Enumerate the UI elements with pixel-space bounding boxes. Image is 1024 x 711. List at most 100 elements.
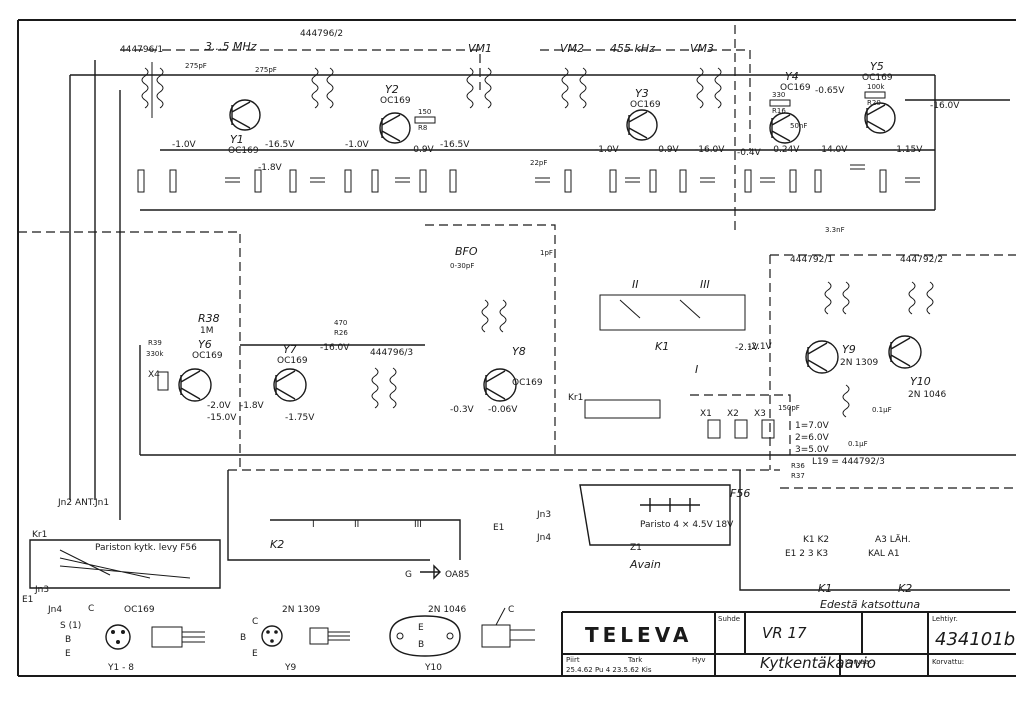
oc169-caption: Y1 - 8 [107, 663, 134, 673]
bottom-section: K2 I II III G OA85 Jn2 ANT. Jn1 Kr1 Pari… [22, 470, 1010, 615]
rf-band-label: 3...5 MHz [205, 40, 257, 53]
k2-label: K2 [270, 538, 284, 551]
c37-value: 1pF [540, 249, 553, 257]
vm1-label: VM1 [468, 42, 492, 55]
y1-label: Y1 [230, 133, 244, 146]
kr1-board-label: Kr1 [32, 530, 47, 540]
2n1309-title: 2N 1309 [282, 605, 320, 615]
battery-board [29, 539, 221, 589]
2n1309-caption: Y9 [284, 663, 296, 673]
y2-type: OC169 [380, 96, 411, 106]
switch-i-label: I [695, 363, 698, 376]
c4-value: 275pF [255, 66, 277, 74]
kr1-label: Kr1 [568, 393, 583, 403]
model-name: VR 17 [762, 624, 807, 642]
y6-label: Y6 [198, 338, 212, 351]
coil-l19 [842, 384, 850, 418]
coil-ref-c: 444792/1 [790, 255, 833, 265]
diode-label: OA85 [445, 570, 470, 580]
k2-sw-i: I [312, 520, 315, 530]
pinout-2n1309: 2N 1309 Y9 C B E [240, 605, 350, 673]
title-block: TELEVA Suhde VR 17 Kytkentäkaavio Lehtiy… [561, 611, 1016, 676]
transistor-y6 [178, 368, 212, 402]
voltage-3: -16.5V [265, 140, 295, 150]
k2-sub-positions: KAL A1 [868, 549, 900, 559]
voltage-18: -1.75V [285, 413, 315, 423]
bfo-enclosure [425, 224, 556, 455]
board-wires [59, 549, 191, 579]
r16-label: R16 [772, 107, 786, 115]
y10-label: Y10 [910, 375, 931, 388]
y9-label: Y9 [842, 343, 856, 356]
2n1309-pin-e: E [252, 649, 258, 659]
transistor-y3 [626, 109, 658, 141]
y8-type: OC169 [512, 378, 543, 388]
voltage-11: -16.0V [930, 101, 960, 111]
r36-label: R36 [791, 462, 805, 470]
voltage-6: -16.5V [440, 140, 470, 150]
drawing-number: 434101b [935, 629, 1015, 650]
r39-label: R39 [148, 339, 162, 347]
x3-label: X3 [754, 409, 766, 419]
coil-l5-l6 [466, 67, 492, 109]
voltage-12: -0.24V [770, 145, 800, 155]
transistor-y7 [273, 368, 307, 402]
y5-label: Y5 [870, 60, 884, 73]
battery-label: Paristo 4 × 4.5V 18V [640, 520, 734, 530]
if-enclosure [540, 49, 751, 150]
voltage-17: -1.8V [240, 401, 265, 411]
k2-front-label: K2 [898, 582, 912, 595]
component-column-row [137, 91, 920, 193]
coil-l9-l10 [696, 67, 722, 109]
transistor-y4 [769, 112, 801, 144]
f56-label: F56 [730, 487, 750, 500]
voltage-15: -0.4V [737, 148, 762, 158]
k2-sw-iii: III [414, 520, 422, 530]
r26-label: R26 [334, 329, 348, 337]
r16-value: 330 [772, 91, 785, 99]
sheet-label: Suhde [718, 615, 740, 623]
oc169-pin-b: B [65, 635, 71, 645]
rf-if-section: 3...5 MHz 455 kHz VM1 VM2 VM3 444796/1 4… [70, 25, 1010, 234]
coil-ref-d: 444792/2 [900, 255, 943, 265]
company-name: TELEVA [585, 623, 692, 647]
c36-value: 0-30pF [450, 262, 474, 270]
g-label: G [405, 570, 412, 580]
c22-value: 50nF [790, 122, 807, 130]
k2-wiring [227, 470, 430, 561]
voltage-19: -0.3V [450, 405, 475, 415]
coil-l15-l16 [824, 281, 850, 315]
x4-label: X4 [148, 370, 160, 380]
oc169-title: OC169 [124, 605, 155, 615]
c14-value: 22pF [530, 159, 547, 167]
voltage-7: -1.0V [595, 145, 620, 155]
y2-label: Y2 [385, 83, 399, 96]
jn1-label: Jn1 [94, 498, 109, 508]
k1-label: K1 [655, 340, 669, 353]
c43-value: 0.1µF [848, 440, 868, 448]
c23-value: 3.3nF [825, 226, 845, 234]
antenna-leads [69, 60, 121, 520]
k2-sw-ii: II [354, 520, 359, 530]
r20-label: R20 [867, 99, 881, 107]
y3-label: Y3 [635, 87, 649, 100]
replaced-by-label: Korvattu: [932, 658, 964, 666]
k1-voltage: -2.1V [748, 342, 773, 352]
transistor-y8 [483, 368, 517, 402]
voltage-4: -1.0V [345, 140, 370, 150]
voltage-26: 3=5.0V [795, 445, 830, 455]
k1-contacts [619, 299, 701, 319]
coil-ref-a: 444796/1 [120, 45, 163, 55]
crystal-enclosure [690, 394, 791, 455]
c45-value: 0.1µF [872, 406, 892, 414]
c3-value: 275pF [185, 62, 207, 70]
y4-type: OC169 [780, 83, 811, 93]
bfo-enclosure-left [18, 231, 241, 470]
diode-oa85 [420, 564, 441, 580]
2n1046-caption: Y10 [424, 663, 442, 673]
r8-value: 150 [418, 108, 431, 116]
2n1046-pin-c: C [508, 605, 514, 615]
x1-label: X1 [700, 409, 712, 419]
middle-section: Y6 OC169 Y7 OC169 Y8 OC169 Y9 2N 1309 Y1… [18, 60, 1016, 520]
voltage-14: -1.15V [893, 145, 923, 155]
